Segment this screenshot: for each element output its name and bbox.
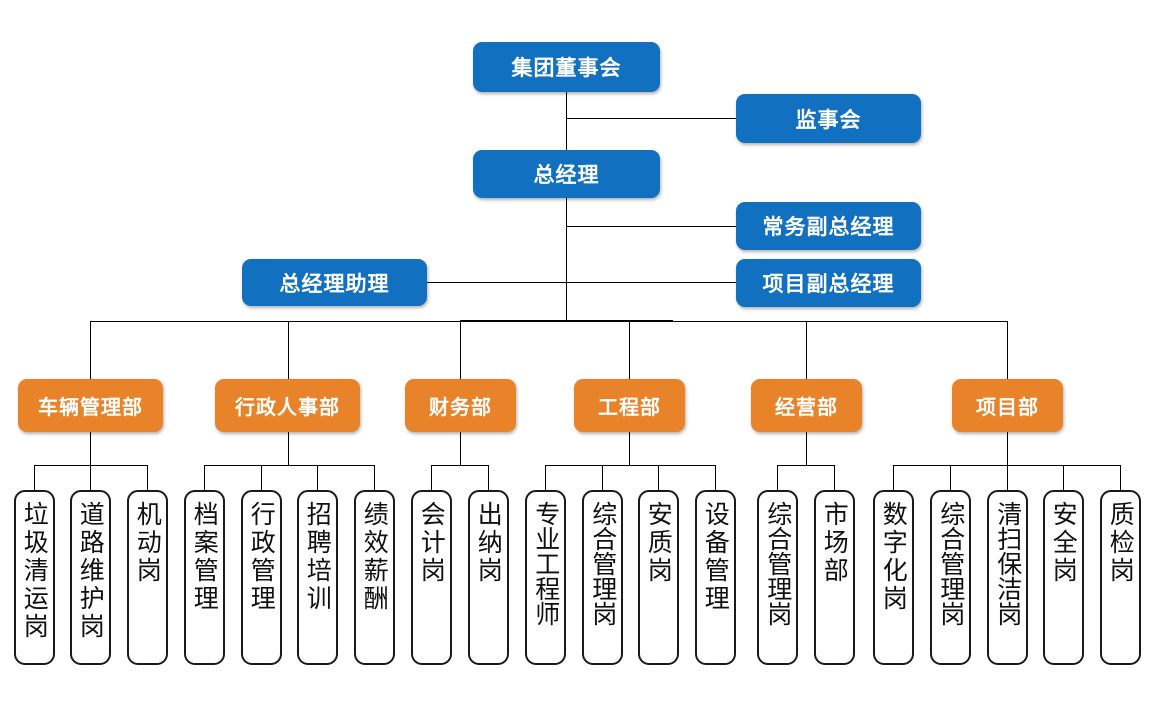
connector-bus-to-project xyxy=(1007,321,1008,379)
node-general-manager[interactable]: 总经理 xyxy=(473,150,660,198)
connector-project-leaf-0 xyxy=(893,465,894,490)
leaf-position-box[interactable]: 综合管理岗 xyxy=(582,490,623,665)
connector-finance-leaf-1 xyxy=(488,465,489,490)
leaf-position-box[interactable]: 综合管理岗 xyxy=(757,490,798,665)
connector-adminhr-stem xyxy=(288,432,289,465)
leaf-position-box[interactable]: 招聘培训 xyxy=(297,490,338,665)
connector-engineering-leaf-1 xyxy=(602,465,603,490)
leaf-position-box[interactable]: 行政管理 xyxy=(241,490,282,665)
connector-bus-to-finance xyxy=(460,321,461,379)
node-board[interactable]: 集团董事会 xyxy=(473,42,660,92)
connector-project-leaf-2 xyxy=(1007,465,1008,490)
connector-project-leaf-1 xyxy=(950,465,951,490)
connector-engineering-leaf-0 xyxy=(545,465,546,490)
leaf-position-box[interactable]: 市场部 xyxy=(814,490,855,665)
node-department-project[interactable]: 项目部 xyxy=(952,379,1063,432)
connector-adminhr-leaf-0 xyxy=(204,465,205,490)
node-department-vehicle[interactable]: 车辆管理部 xyxy=(18,379,163,432)
leaf-label: 专业工程师 xyxy=(531,501,561,626)
connector-engineering-bus xyxy=(545,465,715,466)
connector-board-to-gm xyxy=(566,92,567,152)
leaf-position-box[interactable]: 综合管理岗 xyxy=(930,490,971,665)
node-department-operations[interactable]: 经营部 xyxy=(751,379,862,432)
leaf-label: 机动岗 xyxy=(133,501,163,585)
connector-to-project-deputy-gm xyxy=(427,282,736,283)
leaf-position-box[interactable]: 专业工程师 xyxy=(525,490,566,665)
connector-vehicle-leaf-0 xyxy=(34,465,35,490)
connector-finance-stem xyxy=(460,432,461,465)
connector-operations-bus xyxy=(777,465,834,466)
leaf-position-box[interactable]: 安质岗 xyxy=(638,490,679,665)
connector-bus-to-vehicle xyxy=(90,321,91,379)
leaf-position-box[interactable]: 清扫保洁岗 xyxy=(987,490,1028,665)
node-gm-assistant[interactable]: 总经理助理 xyxy=(242,259,427,306)
leaf-position-box[interactable]: 机动岗 xyxy=(127,490,168,665)
connector-operations-leaf-0 xyxy=(777,465,778,490)
connector-adminhr-bus xyxy=(204,465,374,466)
connector-bus-to-operations xyxy=(806,321,807,379)
connector-to-executive-deputy-gm xyxy=(566,226,736,227)
leaf-label: 市场部 xyxy=(820,501,850,585)
leaf-label: 安质岗 xyxy=(644,501,674,585)
leaf-position-box[interactable]: 数字化岗 xyxy=(873,490,914,665)
connector-finance-bus xyxy=(431,465,488,466)
leaf-position-box[interactable]: 出纳岗 xyxy=(468,490,509,665)
leaf-position-box[interactable]: 垃圾清运岗 xyxy=(14,490,55,665)
leaf-label: 综合管理岗 xyxy=(936,501,966,626)
node-supervisory-board[interactable]: 监事会 xyxy=(736,94,921,143)
connector-department-bus-center xyxy=(460,320,673,322)
connector-bus-to-admin-hr xyxy=(288,321,289,379)
leaf-label: 档案管理 xyxy=(190,501,220,613)
connector-vehicle-leaf-1 xyxy=(90,465,91,490)
leaf-label: 数字化岗 xyxy=(879,501,909,613)
leaf-label: 设备管理 xyxy=(701,501,731,613)
leaf-label: 会计岗 xyxy=(417,501,447,585)
node-department-engineering[interactable]: 工程部 xyxy=(574,379,685,432)
connector-project-leaf-3 xyxy=(1063,465,1064,490)
connector-engineering-leaf-3 xyxy=(715,465,716,490)
leaf-position-box[interactable]: 档案管理 xyxy=(184,490,225,665)
leaf-label: 招聘培训 xyxy=(303,501,333,613)
connector-project-leaf-4 xyxy=(1120,465,1121,490)
connector-bus-to-engineering xyxy=(629,321,630,379)
connector-engineering-stem xyxy=(629,432,630,465)
leaf-label: 道路维护岗 xyxy=(76,501,106,641)
connector-engineering-leaf-2 xyxy=(658,465,659,490)
connector-adminhr-leaf-2 xyxy=(317,465,318,490)
connector-adminhr-leaf-3 xyxy=(374,465,375,490)
leaf-label: 清扫保洁岗 xyxy=(993,501,1023,626)
connector-to-supervisory-board xyxy=(566,118,736,119)
leaf-label: 垃圾清运岗 xyxy=(20,501,50,641)
connector-vehicle-stem xyxy=(90,432,91,465)
node-department-finance[interactable]: 财务部 xyxy=(405,379,516,432)
node-executive-deputy-gm[interactable]: 常务副总经理 xyxy=(736,202,921,250)
leaf-label: 质检岗 xyxy=(1106,501,1136,585)
leaf-label: 绩效薪酬 xyxy=(360,501,390,613)
connector-project-stem xyxy=(1007,432,1008,465)
connector-gm-trunk xyxy=(566,198,567,322)
connector-adminhr-leaf-1 xyxy=(261,465,262,490)
connector-project-bus xyxy=(893,465,1120,466)
leaf-position-box[interactable]: 设备管理 xyxy=(695,490,736,665)
leaf-label: 综合管理岗 xyxy=(763,501,793,626)
node-department-admin-hr[interactable]: 行政人事部 xyxy=(215,379,360,432)
node-project-deputy-gm[interactable]: 项目副总经理 xyxy=(736,259,921,307)
connector-operations-stem xyxy=(806,432,807,465)
leaf-label: 出纳岗 xyxy=(474,501,504,585)
leaf-label: 综合管理岗 xyxy=(588,501,618,626)
leaf-position-box[interactable]: 安全岗 xyxy=(1043,490,1084,665)
leaf-label: 安全岗 xyxy=(1049,501,1079,585)
leaf-label: 行政管理 xyxy=(247,501,277,613)
leaf-position-box[interactable]: 绩效薪酬 xyxy=(354,490,395,665)
connector-finance-leaf-0 xyxy=(431,465,432,490)
connector-operations-leaf-1 xyxy=(834,465,835,490)
leaf-position-box[interactable]: 会计岗 xyxy=(411,490,452,665)
leaf-position-box[interactable]: 质检岗 xyxy=(1100,490,1141,665)
leaf-position-box[interactable]: 道路维护岗 xyxy=(70,490,111,665)
connector-vehicle-leaf-2 xyxy=(147,465,148,490)
